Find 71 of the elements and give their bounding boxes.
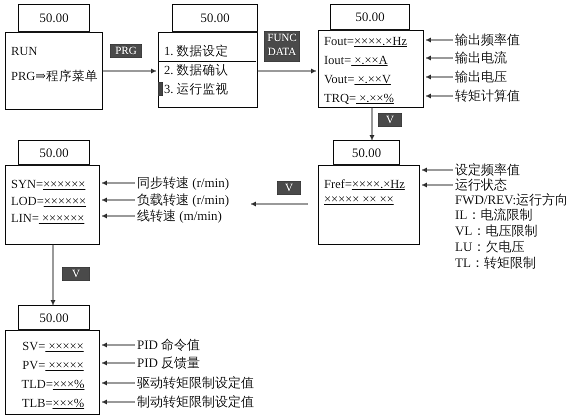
leader-arrow [102, 380, 136, 386]
key-label: V [277, 181, 301, 195]
annotation-text: 转矩计算值 [455, 87, 545, 105]
annotation-text: 设定频率值 [455, 161, 545, 179]
annotation-text: 输出电流 [455, 49, 545, 67]
status-note: VL：电压限制 [455, 222, 538, 240]
readout-text: LOD=×××××× [11, 193, 88, 210]
display-screen [5, 330, 100, 415]
annotation-text: 线转速 (m/min) [137, 207, 241, 225]
leader-arrow [426, 94, 454, 98]
arrow [370, 108, 374, 140]
readout-text: SV= ××××× [21, 338, 85, 355]
display-screen [318, 30, 424, 108]
leader-arrow [422, 168, 454, 172]
display-screen [5, 32, 103, 110]
annotation-text: 输出电压 [455, 68, 545, 86]
leader-arrow [102, 342, 136, 348]
status-note: FWD/REV:运行方向 [455, 191, 570, 208]
arrow [50, 244, 56, 306]
leader-arrow [102, 214, 136, 218]
readout-text: RUN [11, 43, 38, 60]
annotation-text: PID 命令值 [137, 336, 257, 354]
readout-text: ××××× ×× ×× [324, 191, 395, 208]
value-display-box: 50.00 [333, 140, 400, 165]
key-label: V [62, 267, 90, 281]
display-screen [318, 165, 420, 245]
leader-arrow [102, 360, 136, 366]
readout-text: Fout=××××.×Hz [324, 33, 408, 50]
readout-text: Fref=××××.×Hz [324, 176, 406, 193]
key-label: PRG [110, 44, 142, 58]
annotation-text: 输出频率值 [455, 31, 545, 49]
key-label: V [378, 113, 402, 127]
readout-text: 2. 数据确认 [164, 62, 230, 79]
annotation-text: 同步转速 (r/min) [137, 174, 249, 192]
readout-text: LIN= ×××××× [11, 210, 86, 227]
arrow [250, 202, 308, 206]
annotation-text: 负载转速 (r/min) [137, 191, 249, 209]
leader-arrow [422, 182, 454, 188]
readout-text: TRQ= ×.××% [324, 90, 395, 107]
value-display-box: 50.00 [330, 4, 410, 30]
display-screen [5, 165, 100, 245]
key-label: FUNC DATA [264, 31, 300, 62]
value-display-box: 50.00 [172, 4, 258, 32]
value-display-box: 50.00 [18, 140, 90, 165]
readout-text: Iout= ×.××A [324, 52, 389, 69]
leader-arrow [426, 38, 454, 42]
readout-text: Vout= ×.××V [324, 71, 392, 88]
leader-arrow [102, 180, 136, 186]
readout-text: TLB=×××% [20, 395, 86, 412]
readout-text: PRG⇒程序菜单 [11, 68, 98, 85]
annotation-text: PID 反馈量 [137, 354, 257, 372]
annotation-text: 运行状态 [455, 176, 545, 194]
value-display-box: 50.00 [18, 4, 90, 32]
leader-arrow [426, 74, 454, 80]
leader-arrow [102, 198, 136, 202]
value-display-box: 50.00 [18, 305, 90, 330]
status-note: TL：转矩限制 [455, 254, 537, 272]
readout-text: PV= ××××× [21, 357, 85, 374]
arrow [258, 68, 316, 74]
display-screen [158, 32, 258, 108]
readout-text: 1. 数据设定 [164, 43, 230, 60]
status-note: IL：电流限制 [455, 206, 534, 224]
readout-text: TLD=×××% [20, 376, 86, 393]
readout-text: 3. 运行监视 [164, 81, 230, 98]
leader-arrow [102, 400, 136, 404]
arrow [102, 68, 156, 74]
readout-text: SYN=×××××× [11, 176, 86, 193]
status-note: LU：欠电压 [455, 238, 526, 256]
annotation-text: 制动转矩限制设定值 [137, 393, 257, 411]
annotation-text: 驱动转矩限制设定值 [137, 374, 257, 392]
leader-arrow [426, 56, 454, 60]
